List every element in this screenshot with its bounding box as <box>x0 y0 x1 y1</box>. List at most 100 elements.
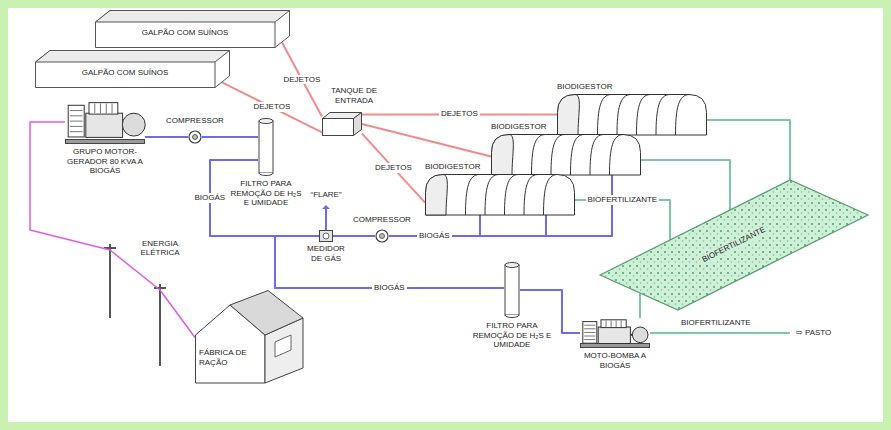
shed-building: GALPÃO COM SUÍNOS <box>95 10 290 48</box>
svg-part <box>532 135 546 176</box>
node-label: GALPÃO COM SUÍNOS <box>95 28 275 38</box>
svg-part <box>485 175 499 216</box>
svg-part <box>94 104 95 114</box>
svg-part <box>524 175 538 216</box>
svg-part <box>320 231 333 242</box>
pole-post <box>159 284 161 366</box>
svg-part <box>230 291 303 336</box>
svg-part <box>598 95 612 136</box>
factory-building: FÁBRICA DE RAÇÃO <box>195 290 305 385</box>
node-label: GALPÃO COM SUÍNOS <box>35 68 215 78</box>
note-label: BIOFERTILIZANTE <box>679 318 753 328</box>
engine-unit: GRUPO MOTOR-GERADOR 80 KVA A BIOGÁS <box>55 100 155 185</box>
shape-outline <box>504 262 520 318</box>
svg-part <box>544 175 558 216</box>
svg-part <box>606 320 607 327</box>
pipe-label: DEJETOS <box>282 75 323 85</box>
shed-building: GALPÃO COM SUÍNOS <box>35 50 230 88</box>
svg-part <box>426 175 575 216</box>
pipe-label: BIOFERTILIZANTE <box>586 195 660 205</box>
node-label: BIODIGESTOR <box>491 122 561 132</box>
svg-part <box>96 11 290 23</box>
svg-part <box>601 320 626 328</box>
pipe-label: DEJETOS <box>439 109 480 119</box>
svg-part <box>505 265 519 315</box>
svg-part <box>70 110 83 111</box>
svg-part <box>89 103 118 114</box>
svg-part <box>505 315 519 318</box>
svg-part <box>112 104 113 114</box>
svg-part <box>558 95 707 136</box>
svg-part <box>551 135 565 176</box>
svg-part <box>189 131 201 143</box>
svg-part <box>323 119 354 136</box>
svg-part <box>275 22 276 48</box>
svg-part <box>584 325 595 326</box>
flare-pipe <box>325 209 327 230</box>
pasture-pipe <box>650 332 790 334</box>
node-label: TANQUE DE ENTRADA <box>318 86 390 105</box>
svg-part <box>376 230 388 242</box>
svg-part <box>583 322 597 344</box>
compressor-symbol: COMPRESSOR <box>165 116 225 146</box>
node-label: FÁBRICA DE RAÇÃO <box>199 348 261 367</box>
svg-part <box>656 95 670 136</box>
svg-part <box>676 95 690 136</box>
svg-part <box>70 121 83 122</box>
note-label: ⇨ PASTO <box>794 328 833 338</box>
svg-part <box>598 327 630 344</box>
svg-part <box>106 104 107 114</box>
pipe-connector <box>707 120 790 180</box>
shape-outline <box>491 134 641 175</box>
svg-part <box>632 327 648 343</box>
svg-part <box>66 140 145 144</box>
svg-part <box>96 11 290 48</box>
svg-part <box>584 328 595 329</box>
svg-part <box>492 135 514 176</box>
svg-part <box>505 263 519 268</box>
svg-part <box>621 320 622 327</box>
svg-part <box>215 62 216 88</box>
svg-part <box>70 131 83 132</box>
svg-part <box>610 135 624 176</box>
svg-part <box>193 135 198 140</box>
svg-part <box>581 344 650 348</box>
shape-outline <box>322 112 362 136</box>
svg-part <box>616 320 617 327</box>
pipe-connector <box>145 136 188 138</box>
pipe-connector <box>202 136 258 138</box>
svg-part <box>466 175 480 216</box>
pipe-label: ENERGIA ELÉTRICA <box>133 239 187 258</box>
pipe-connector <box>275 236 504 288</box>
svg-part <box>590 135 604 176</box>
svg-part <box>426 175 448 216</box>
compressor-symbol: COMPRESSOR <box>352 215 412 245</box>
shape-outline <box>580 318 650 348</box>
shape-outline <box>557 94 707 135</box>
node-label: FILTRO PARA REMOÇÃO DE H₂S E UMIDADE <box>470 321 554 350</box>
shape-outline <box>258 118 274 176</box>
engine-unit: MOTO-BOMBA A BIOGÁS <box>570 318 660 384</box>
node-label: MEDIDOR DE GÁS <box>302 244 350 263</box>
svg-part <box>354 113 362 136</box>
svg-part <box>275 335 291 357</box>
node-label: MOTO-BOMBA A BIOGÁS <box>575 351 655 370</box>
svg-part <box>571 135 585 176</box>
node-label: COMPRESSOR <box>352 215 412 225</box>
pipe-label: BIOGÁS <box>417 231 452 241</box>
pipe-connector <box>362 124 491 157</box>
pipe-connector <box>362 134 425 203</box>
biodigester-dome: BIODIGESTOR <box>491 120 641 175</box>
pipe-label: DEJETOS <box>252 102 293 112</box>
inlet-tank: TANQUE DE ENTRADA <box>318 86 390 140</box>
node-label: FILTRO PARA REMOÇÃO DE H₂S E UMIDADE <box>228 179 304 208</box>
svg-part <box>584 332 595 333</box>
shape-outline <box>195 290 305 385</box>
filter-cylinder: FILTRO PARA REMOÇÃO DE H₂S E UMIDADE <box>470 262 554 362</box>
svg-part <box>36 51 230 63</box>
pipe-connector <box>639 293 641 318</box>
svg-part <box>259 173 273 176</box>
biodigester-dome: BIODIGESTOR <box>557 80 707 135</box>
flare-tip <box>322 205 330 209</box>
shape-outline <box>425 174 575 215</box>
